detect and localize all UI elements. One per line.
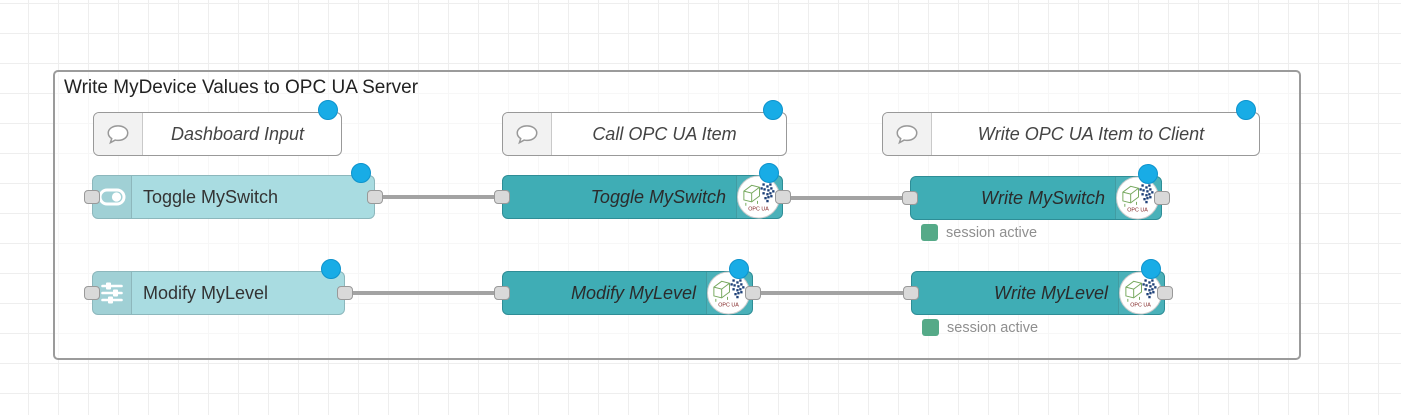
node-label: Toggle MySwitch <box>143 186 279 207</box>
input-port[interactable] <box>902 191 918 205</box>
output-port[interactable] <box>337 286 353 300</box>
output-port[interactable] <box>745 286 761 300</box>
node-icon-box: OPC UA <box>706 271 752 315</box>
changed-indicator-dot <box>729 259 749 279</box>
svg-text:OPC UA: OPC UA <box>1127 208 1148 214</box>
changed-indicator-dot <box>318 100 338 120</box>
node-icon-box: OPC UA <box>1115 176 1161 220</box>
output-port[interactable] <box>367 190 383 204</box>
changed-indicator-dot <box>351 163 371 183</box>
status-dot <box>922 319 939 336</box>
opcua-logo-icon: OPC UA <box>1125 279 1157 309</box>
comment-icon-box <box>503 113 552 155</box>
changed-indicator-dot <box>763 100 783 120</box>
node-toggle-myswitch-dashboard[interactable]: Toggle MySwitch <box>84 163 383 219</box>
comment-icon-box <box>883 113 932 155</box>
comment-icon-box <box>94 113 143 155</box>
node-label: Write MyLevel <box>993 282 1108 303</box>
changed-indicator-dot <box>1141 259 1161 279</box>
comment-label: Dashboard Input <box>170 123 305 144</box>
changed-indicator-dot <box>1138 164 1158 184</box>
status-text: session active <box>946 224 1038 241</box>
status-text: session active <box>947 319 1039 336</box>
comment-bubble-icon <box>896 125 918 145</box>
node-label: Write MySwitch <box>980 187 1105 208</box>
comment-node-call-opcua-item[interactable]: Call OPC UA Item <box>502 100 787 156</box>
node-modify-mylevel-opcua-call[interactable]: Modify MyLevel <box>494 259 761 315</box>
node-label: Modify MyLevel <box>143 282 269 303</box>
comment-label: Call OPC UA Item <box>592 123 737 144</box>
node-write-mylevel-opcua-write[interactable]: Write MyLevel <box>903 259 1173 336</box>
group-label: Write MyDevice Values to OPC UA Server <box>64 77 419 98</box>
svg-text:OPC UA: OPC UA <box>748 207 769 213</box>
changed-indicator-dot <box>321 259 341 279</box>
node-modify-mylevel-dashboard[interactable]: Modify MyLevel <box>84 259 353 315</box>
svg-text:OPC UA: OPC UA <box>1130 303 1151 309</box>
status-dot <box>921 224 938 241</box>
comment-bubble-icon <box>107 125 129 145</box>
node-icon-box: OPC UA <box>736 175 782 219</box>
wire-level-call-to-write[interactable] <box>753 291 914 295</box>
opcua-logo-icon: OPC UA <box>743 183 775 213</box>
changed-indicator-dot <box>1236 100 1256 120</box>
input-port[interactable] <box>494 190 510 204</box>
node-icon-box <box>93 272 132 314</box>
input-port[interactable] <box>84 286 100 300</box>
svg-text:OPC UA: OPC UA <box>718 303 739 309</box>
opcua-logo-icon: OPC UA <box>713 279 745 309</box>
wire-toggle-call-to-write[interactable] <box>783 196 913 200</box>
node-label: Modify MyLevel <box>570 282 696 303</box>
node-status: session active <box>921 224 1037 241</box>
comment-bubble-icon <box>516 125 538 145</box>
output-port[interactable] <box>1157 286 1173 300</box>
sliders-icon <box>101 282 123 304</box>
node-status: session active <box>922 319 1038 336</box>
comment-node-write-opcua-item[interactable]: Write OPC UA Item to Client <box>882 100 1260 156</box>
output-port[interactable] <box>775 190 791 204</box>
node-write-myswitch-opcua-write[interactable]: Write MySwitch <box>902 164 1170 241</box>
output-port[interactable] <box>1154 191 1170 205</box>
input-port[interactable] <box>903 286 919 300</box>
changed-indicator-dot <box>759 163 779 183</box>
comment-label: Write OPC UA Item to Client <box>977 123 1205 144</box>
wire-level-dashboard-to-call[interactable] <box>345 291 505 295</box>
comment-node-dashboard-input[interactable]: Dashboard Input <box>93 100 342 156</box>
node-toggle-myswitch-opcua-call[interactable]: Toggle MySwitch <box>494 163 791 219</box>
toggle-switch-icon <box>98 188 126 206</box>
wire-toggle-dashboard-to-call[interactable] <box>375 195 505 199</box>
node-icon-box: OPC UA <box>1118 271 1164 315</box>
opcua-logo-icon: OPC UA <box>1122 184 1154 214</box>
input-port[interactable] <box>84 190 100 204</box>
input-port[interactable] <box>494 286 510 300</box>
node-label: Toggle MySwitch <box>590 186 726 207</box>
